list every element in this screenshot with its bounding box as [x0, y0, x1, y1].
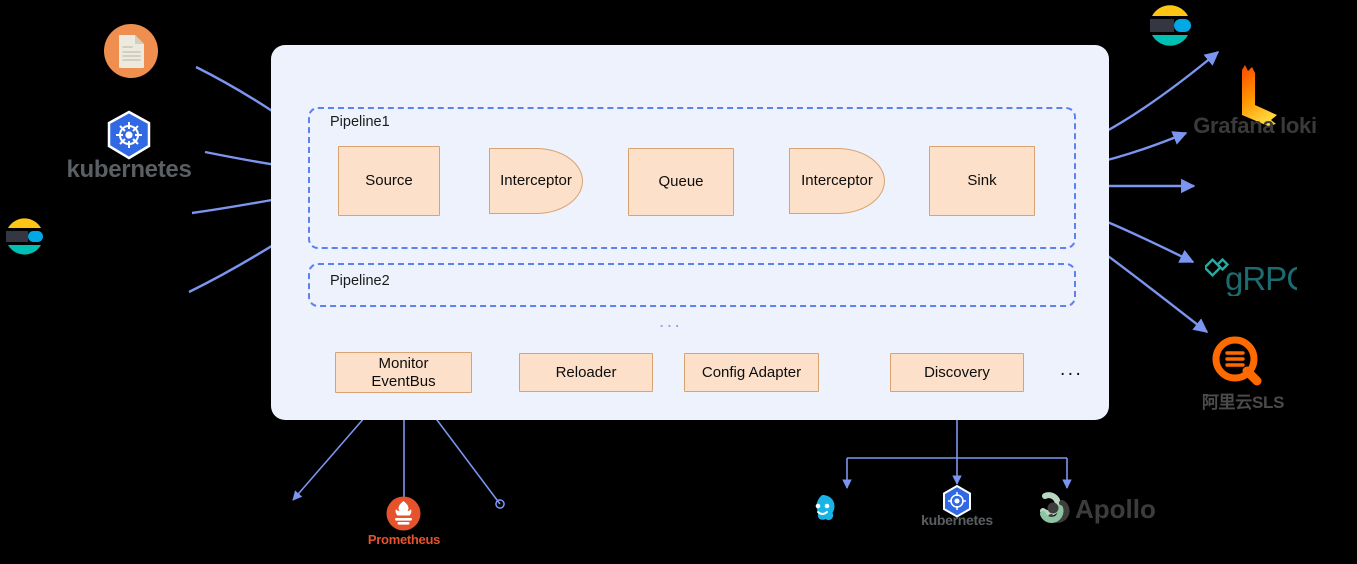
- service-ellipsis: ...: [1060, 359, 1084, 380]
- node-monitor-eventbus[interactable]: Monitor EventBus: [335, 352, 472, 393]
- node-config-adapter[interactable]: Config Adapter: [684, 353, 819, 392]
- node-sink[interactable]: Sink: [929, 146, 1035, 216]
- pipeline2-container: [308, 263, 1076, 307]
- pipeline-ellipsis: ...: [659, 311, 683, 332]
- pipeline1-container: [308, 107, 1076, 249]
- apollo-icon: [1031, 487, 1073, 529]
- grpc-icon: gRPC: [1203, 257, 1310, 297]
- pipeline2-label: Pipeline2: [330, 273, 390, 289]
- file-log-icon: [102, 22, 160, 80]
- node-source[interactable]: Source: [338, 146, 440, 216]
- monitor-line-2: EventBus: [371, 372, 436, 390]
- kubernetes-icon: [103, 110, 155, 162]
- node-interceptor-1[interactable]: Interceptor: [489, 148, 583, 214]
- node-reloader[interactable]: Reloader: [519, 353, 653, 392]
- prometheus-icon: [386, 496, 421, 531]
- kubernetes-label: kubernetes: [66, 156, 192, 183]
- kubernetes-icon: [940, 484, 974, 519]
- kubernetes-label: kubernetes: [921, 512, 993, 528]
- elasticsearch-icon: [5, 215, 48, 258]
- svg-text:gRPC: gRPC: [1225, 260, 1297, 296]
- monitor-line-1: Monitor: [378, 354, 429, 372]
- node-queue[interactable]: Queue: [628, 148, 734, 216]
- elasticsearch-icon: [1149, 2, 1196, 49]
- aliyun-sls-icon: [1212, 336, 1264, 388]
- node-discovery[interactable]: Discovery: [890, 353, 1024, 392]
- pipeline1-label: Pipeline1: [330, 114, 390, 130]
- grafana-loki-icon: [1222, 64, 1284, 126]
- aliyun-sls-label: 阿里云SLS: [1201, 393, 1285, 412]
- prometheus-label: Prometheus: [367, 532, 441, 547]
- apollo-label: Apollo: [1075, 494, 1156, 524]
- node-interceptor-2[interactable]: Interceptor: [789, 148, 885, 214]
- grafana-loki-label: Grafana loki: [1193, 113, 1317, 138]
- zookeeper-icon: [806, 492, 839, 525]
